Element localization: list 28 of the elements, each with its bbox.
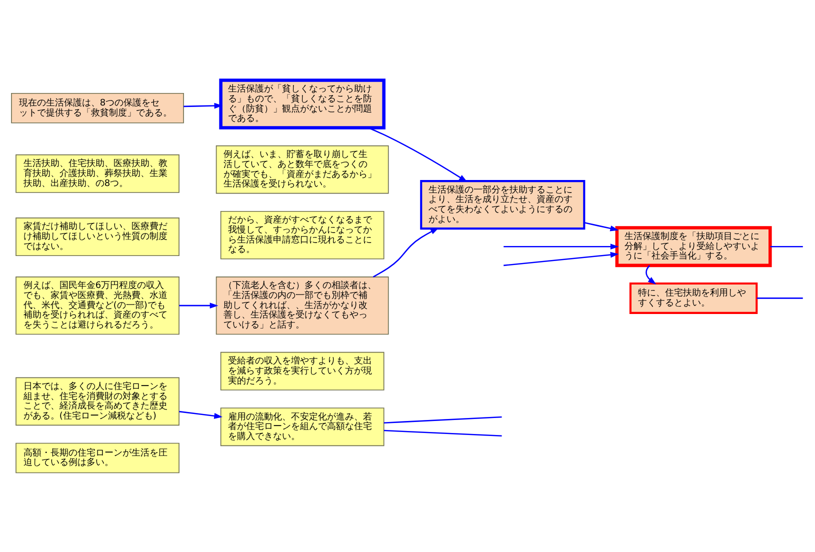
node-box: 生活保護制度を「扶助項目ごとに分解」して、より受給しやすいように「社会手当化」する。: [615, 226, 772, 267]
arrow: [179, 410, 223, 418]
arrow: [368, 126, 468, 182]
node-box: 例えば、国民年金6万円程度の収入でも、家賃や医療費、光熱費、水道代、米代、交通費など(の一部)でも補助を受けられれば、資産のすべてを失うことは避けられるだろう。: [16, 276, 180, 334]
connector: [770, 245, 803, 247]
node-box: 特に、住宅扶助を利用しやすくするとよい。: [629, 282, 758, 314]
node-box: 受給者の収入を増やすよりも、支出を減らす政策を実行していく方が現実的だろう。: [220, 351, 384, 390]
connector: [756, 297, 803, 298]
node-box: 生活保護の一部分を扶助することにより、生活を成り立たせ、資産のすべてを失わなくてよいようにするのがよい。: [420, 180, 586, 230]
arrow: [179, 302, 218, 308]
arrow: [372, 227, 439, 277]
arrow: [504, 251, 619, 266]
node-box: 高額・長期の住宅ローンが生活を圧迫している例は多い。: [16, 442, 180, 473]
node-box: （下流老人を含む）多くの相談者は、「生活保護の内の一部でも別枠で補助してくれれば、、生活がかなり改善し、生活保護を受けなくてもやっていける」と話す。: [216, 276, 389, 334]
node-box: 生活扶助、住宅扶助、医療扶助、教育扶助、介護扶助、葬祭扶助、生業扶助、出産扶助、の8つ。: [16, 154, 180, 192]
node-box: 生活保護が「貧しくなってから助ける」もので、「貧しくなることを防ぐ（防貧）」観点がないことが問題である。: [219, 78, 386, 129]
arrow: [584, 222, 619, 231]
node-box: 現在の生活保護は、8つの保護をセットで提供する「救貧制度」である。: [11, 92, 184, 123]
connector: [384, 416, 502, 423]
connector: [384, 429, 502, 436]
node-box: 家賃だけ補助してほしい、医療費だけ補助してほしいという性質の制度ではない。: [16, 217, 180, 256]
arrow: [184, 102, 223, 108]
node-box: 例えば、いま、貯蓄を取り崩して生活していて、あと数年で底をつくのが確実でも、「資産がまだあるから」生活保護を受けられない。: [216, 144, 389, 194]
arrow: [504, 243, 619, 250]
node-box: 日本では、多くの人に住宅ローンを組ませ、住宅を消費財の対象とすることで、経済成長を高めてきた歴史がある。(住宅ローン減税なども): [16, 376, 180, 426]
arrow: [646, 264, 656, 284]
node-box: だから、資産がすべてなくなるまで我慢して、すっからかんになってから生活保護申請窓口に現れることになる。: [220, 210, 384, 259]
node-box: 雇用の流動化、不安定化が進み、若者が住宅ローンを組んで高額な住宅を購入できない。: [220, 407, 384, 446]
